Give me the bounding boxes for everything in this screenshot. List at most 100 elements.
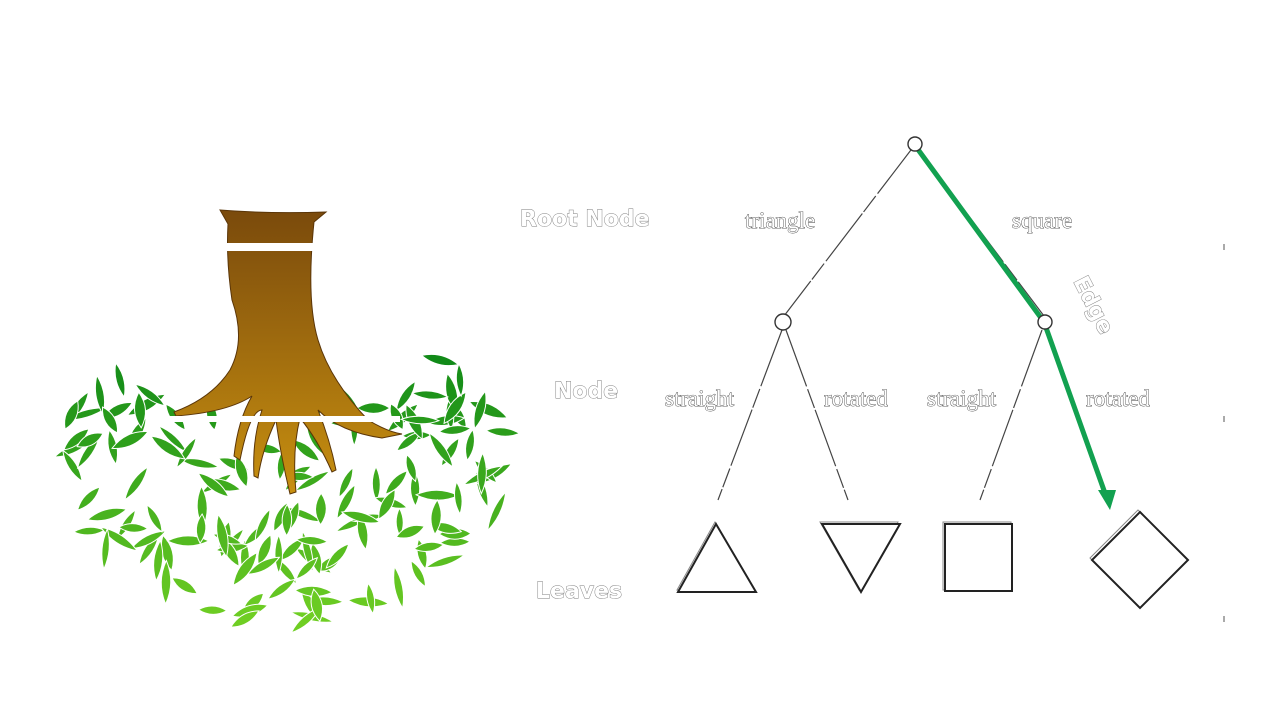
foliage-leaf [102, 406, 118, 434]
foliage-leaf [438, 425, 472, 435]
root-cut-band [160, 416, 400, 422]
foliage-leaf [424, 554, 466, 569]
foliage-leaves [53, 353, 521, 634]
foliage-leaf [171, 577, 198, 595]
foliage-leaf [197, 605, 228, 615]
foliage-leaf [72, 526, 106, 536]
tree-illustration [53, 209, 521, 634]
edge-label-straight-left: straight [665, 386, 735, 411]
edge-label-square: square [1012, 208, 1072, 233]
leaf-square [942, 521, 1013, 592]
foliage-leaf [94, 374, 106, 416]
root-node-label: Root Node [520, 207, 650, 232]
foliage-leaf [76, 432, 104, 448]
foliage-leaf [473, 390, 487, 430]
foliage-leaf [399, 415, 441, 425]
foliage-leaf [117, 523, 149, 533]
foliage-leaf [86, 507, 128, 522]
foliage-leaf [62, 449, 83, 483]
foliage-leaf [216, 513, 229, 558]
foliage-leaf [257, 533, 272, 567]
foliage-leaf [153, 539, 164, 583]
foliage-leaf [99, 526, 139, 552]
foliage-leaf [477, 451, 487, 495]
foliage-leaf [101, 527, 110, 571]
foliage-leaf [413, 541, 445, 553]
foliage-leaf [420, 353, 460, 367]
leaves-label: Leaves [536, 579, 622, 604]
foliage-leaf [414, 489, 460, 501]
leaf-triangle-up [676, 520, 758, 593]
foliage-leaf [430, 498, 442, 536]
foliage-leaf [134, 391, 146, 429]
foliage-leaf [465, 428, 475, 462]
diamond-icon [1090, 510, 1190, 610]
foliage-leaf [295, 556, 319, 580]
foliage-leaf [395, 431, 422, 452]
foliage-leaf [484, 427, 521, 437]
foliage-leaf [111, 431, 149, 449]
highlight-path [911, 141, 1116, 510]
edge-left-right [785, 329, 849, 501]
foliage-leaf [246, 556, 281, 575]
foliage-leaf [355, 402, 391, 414]
foliage-leaf [325, 543, 350, 569]
foliage-leaf [146, 504, 163, 533]
foliage-leaf [384, 470, 408, 495]
foliage-leaf [229, 610, 260, 628]
foliage-leaf [160, 534, 174, 572]
leaf-triangle-down [819, 521, 902, 595]
foliage-leaf [124, 466, 149, 501]
foliage-leaf [454, 480, 463, 516]
foliage-leaf [254, 508, 271, 542]
edge-right-left [979, 329, 1043, 501]
foliage-leaf [315, 492, 327, 526]
edge-label-straight-right: straight [927, 386, 997, 411]
foliage-leaf [114, 361, 126, 399]
foliage-leaf [405, 453, 417, 483]
triangle-up-icon [676, 521, 758, 593]
highlight-arrowhead [1098, 490, 1116, 510]
foliage-leaf [294, 470, 331, 492]
foliage-leaf [487, 490, 507, 533]
foliage-leaf [266, 578, 297, 600]
tree-trunk [173, 209, 403, 495]
edge-label-triangle: triangle [745, 208, 815, 233]
foliage-leaf [310, 588, 324, 623]
foliage-leaf [178, 458, 220, 469]
edge-label-rotated-right: rotated [1086, 386, 1150, 411]
right-node [1037, 314, 1053, 330]
root-node [907, 136, 923, 152]
node-label: Node [554, 379, 618, 404]
leaf-diamond [1089, 509, 1190, 610]
foliage-leaf [378, 488, 396, 520]
foliage-leaf [76, 486, 101, 511]
foliage-leaf [393, 565, 405, 610]
foliage-leaf [232, 551, 258, 587]
foliage-leaf [295, 536, 329, 546]
foliage-leaf [197, 472, 230, 498]
trunk-cut-band [216, 243, 316, 251]
foliage-leaf [371, 465, 381, 503]
foliage-leaf [340, 510, 381, 524]
foliage-leaf [366, 582, 376, 615]
foliage-leaf [338, 466, 354, 499]
foliage-leaf [410, 559, 426, 588]
left-node [774, 313, 792, 331]
foliage-leaf [134, 383, 166, 407]
foliage-leaf [455, 362, 465, 398]
edge-left-left [717, 329, 783, 501]
foliage-leaf [195, 513, 207, 545]
foliage-leaf [443, 391, 467, 425]
foliage-leaf [175, 436, 197, 469]
foliage-leaf [410, 390, 450, 400]
foliage-leaf [160, 559, 172, 606]
foliage-leaf [395, 524, 426, 539]
foliage-leaf [64, 400, 79, 430]
foliage-leaf [234, 454, 249, 488]
triangle-down-icon [820, 523, 902, 595]
foliage-leaf [336, 483, 356, 520]
highlight-edge-label: Edge [1068, 272, 1118, 338]
edge-label-rotated-left: rotated [824, 386, 888, 411]
